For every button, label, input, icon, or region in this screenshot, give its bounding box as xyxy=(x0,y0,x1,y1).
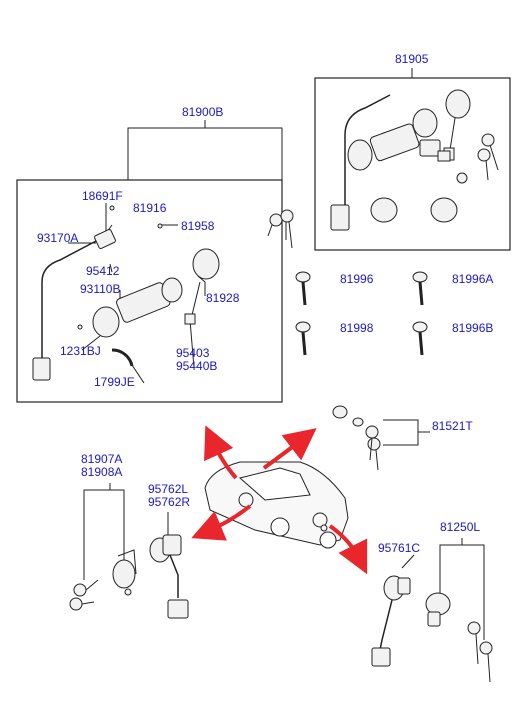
door-lock-parts xyxy=(69,534,189,619)
label-1231bj: 1231BJ xyxy=(60,344,101,358)
label-81916: 81916 xyxy=(133,201,167,215)
label-81907a: 81907A xyxy=(81,452,123,466)
label-95440b: 95440B xyxy=(176,359,218,373)
label-81908a: 81908A xyxy=(81,465,123,479)
label-81996b: 81996B xyxy=(452,321,494,335)
label-93170a: 93170A xyxy=(37,231,79,245)
label-95762r: 95762R xyxy=(148,495,191,509)
ignition-set-parts xyxy=(330,89,499,231)
label-81928: 81928 xyxy=(206,291,240,305)
label-81905: 81905 xyxy=(395,52,429,66)
label-81900b: 81900B xyxy=(182,105,224,119)
label-81996a: 81996A xyxy=(452,272,494,286)
label-81958: 81958 xyxy=(181,219,215,233)
label-81996: 81996 xyxy=(340,272,374,286)
lock-set-parts xyxy=(32,205,220,381)
lock-set-frame xyxy=(16,179,283,403)
key-blanks xyxy=(295,271,428,356)
label-81521t: 81521T xyxy=(432,419,473,433)
label-1799je: 1799JE xyxy=(94,375,135,389)
label-18691f: 18691F xyxy=(82,189,123,203)
label-95412: 95412 xyxy=(86,264,120,278)
label-81998: 81998 xyxy=(340,321,374,335)
label-95762l: 95762L xyxy=(148,482,189,496)
label-95761c: 95761C xyxy=(378,541,421,555)
label-95403: 95403 xyxy=(176,346,210,360)
callout-arrows xyxy=(191,425,368,575)
car-illustration xyxy=(204,461,349,549)
label-93110b: 93110B xyxy=(80,282,121,296)
trunk-lock-set-parts xyxy=(371,575,493,683)
lock-set-keys xyxy=(267,209,294,249)
trunk-lock-parts xyxy=(332,405,381,471)
label-81250l: 81250L xyxy=(440,520,481,534)
